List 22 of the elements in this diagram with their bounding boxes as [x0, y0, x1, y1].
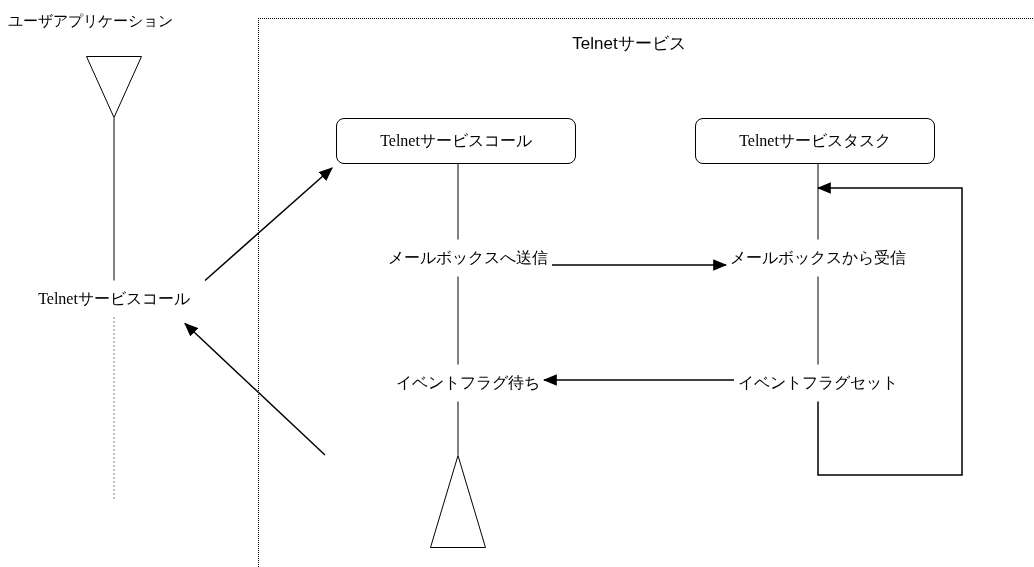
arrow	[551, 259, 728, 271]
lifeline	[817, 276, 819, 365]
step-label: Telnetサービスコール	[34, 280, 194, 318]
process-box: Telnetサービスコール	[336, 118, 576, 164]
lifeline	[817, 163, 819, 240]
step-label: イベントフラグ待ち	[392, 364, 544, 402]
lifeline	[113, 117, 115, 281]
region-title: Telnetサービス	[572, 32, 686, 55]
arrow	[542, 374, 735, 386]
step-label: メールボックスへ送信	[384, 239, 552, 277]
arrow	[204, 167, 333, 282]
lifeline	[457, 401, 459, 456]
arrow	[816, 182, 963, 476]
lifeline	[457, 276, 459, 365]
lifeline-label: ユーザアプリケーション	[8, 12, 173, 31]
step-label: メールボックスから受信	[726, 239, 910, 277]
lifeline	[113, 317, 115, 501]
process-box: Telnetサービスタスク	[695, 118, 935, 164]
step-label: イベントフラグセット	[734, 364, 902, 402]
arrow	[184, 322, 326, 456]
service-region	[258, 18, 1034, 567]
lifeline	[457, 163, 459, 240]
